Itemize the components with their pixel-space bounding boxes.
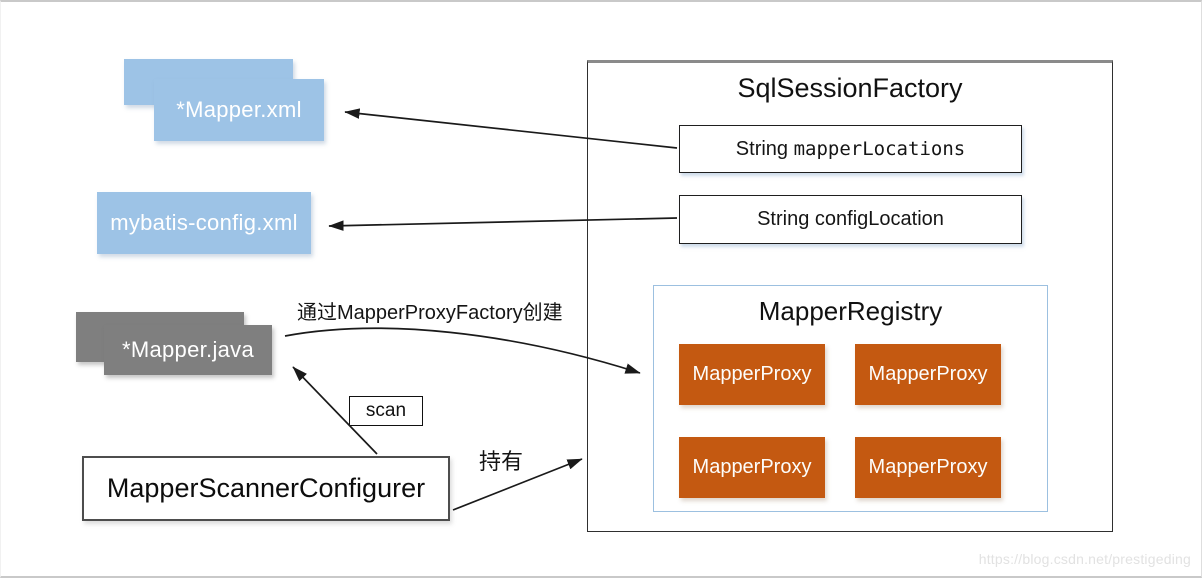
field-mapper-locations-type: String	[735, 137, 794, 160]
field-config-location-type: String	[757, 208, 815, 230]
mapper-java-label: *Mapper.java	[121, 337, 254, 362]
scan-label: scan	[365, 400, 407, 421]
mybatis-config-node: mybatis-config.xml	[97, 192, 311, 254]
create-via-mapperproxyfactory-label: 通过MapperProxyFactory创建	[297, 302, 563, 324]
field-mapper-locations-name: mapperLocations	[793, 138, 966, 160]
mapper-scanner-configurer-label: MapperScannerConfigurer	[106, 473, 426, 503]
field-config-location-name: configLocation	[814, 208, 944, 230]
mapper-proxy-label: MapperProxy	[692, 456, 812, 478]
mapper-proxy-node: MapperProxy	[855, 344, 1001, 405]
field-config-location: String configLocation	[679, 195, 1022, 244]
mapper-xml-label: *Mapper.xml	[176, 97, 302, 122]
mapper-proxy-node: MapperProxy	[679, 344, 825, 405]
sql-session-factory-title: SqlSessionFactory	[737, 73, 963, 103]
mapper-proxy-label: MapperProxy	[868, 363, 988, 385]
scan-label-box: scan	[349, 396, 423, 426]
mapper-proxy-node: MapperProxy	[855, 437, 1001, 498]
field-mapper-locations: String mapperLocations	[679, 125, 1022, 173]
watermark-url: https://blog.csdn.net/prestigeding	[978, 551, 1191, 567]
mapper-proxy-label: MapperProxy	[868, 456, 988, 478]
mapper-java-node: *Mapper.java	[104, 325, 272, 375]
hold-label: 持有	[479, 449, 524, 474]
mapper-scanner-configurer-node: MapperScannerConfigurer	[82, 456, 450, 521]
mapper-registry-title: MapperRegistry	[758, 296, 943, 326]
mapper-xml-node: *Mapper.xml	[154, 79, 324, 141]
mybatis-config-label: mybatis-config.xml	[110, 210, 298, 235]
mapper-proxy-node: MapperProxy	[679, 437, 825, 498]
mapper-proxy-label: MapperProxy	[692, 363, 812, 385]
